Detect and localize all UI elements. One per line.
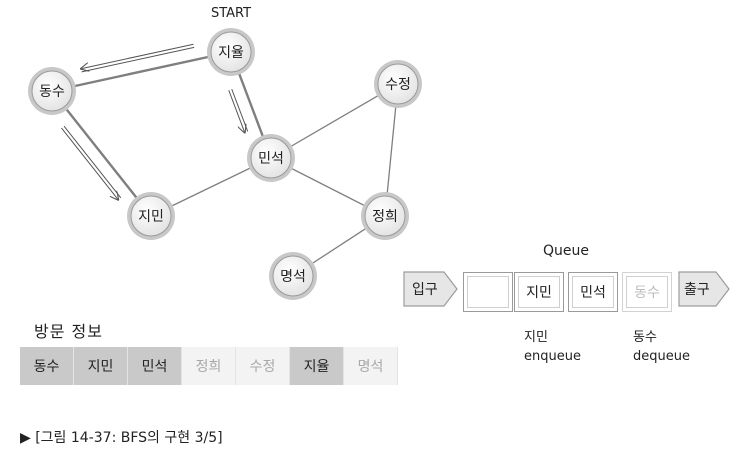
node-myeongseok: 명석 [269, 252, 317, 300]
enqueue-note-name: 지민 [524, 330, 548, 345]
visit-cell: 지민 [74, 347, 128, 385]
traversal-arrow-jiyul-dongsu [81, 46, 195, 73]
traversal-arrow-dongsu-jimin [63, 125, 122, 199]
node-body [250, 137, 292, 179]
node-body [272, 255, 314, 297]
figure-caption: ▶ [그림 14-37: BFS의 구현 3/5] [20, 430, 223, 446]
node-jimin: 지민 [127, 192, 175, 240]
queue-cell: 지민 [514, 272, 564, 312]
traversal-arrow-dongsu-jimin [61, 127, 119, 200]
traversal-arrow-jiyul-dongsu [81, 43, 194, 69]
visit-cell: 명석 [344, 347, 398, 385]
traversal-arrow-jiyul-minseok [231, 88, 249, 132]
entrance-label: 입구 [412, 282, 438, 298]
node-label: 지민 [138, 209, 164, 225]
queue-exit: 출구 [676, 268, 732, 310]
traversal-arrows-layer [61, 43, 249, 200]
node-body [130, 195, 172, 237]
exit-label: 출구 [684, 282, 710, 298]
node-jiyul: 지율 [207, 28, 255, 76]
node-label: 명석 [280, 269, 306, 285]
enqueue-note: 지민 enqueue [524, 328, 581, 366]
enqueue-note-action: enqueue [524, 349, 581, 364]
node-label: 민석 [258, 151, 284, 167]
node-sujeong: 수정 [374, 60, 422, 108]
node-label: 정희 [372, 209, 398, 225]
node-minseok: 민석 [247, 134, 295, 182]
edge-minseok-sujeong [270, 83, 399, 159]
edges-layer [51, 50, 399, 277]
dequeue-note: 동수 dequeue [633, 328, 690, 366]
start-label: START [211, 6, 251, 21]
traversal-arrow-jiyul-minseok [228, 90, 245, 132]
node-dongsu: 동수 [28, 67, 76, 115]
exit-arrow-shape [678, 271, 730, 307]
queue-cell: 민석 [568, 272, 618, 312]
visit-cell: 동수 [20, 347, 74, 385]
queue-title: Queue [543, 243, 589, 259]
visit-cell: 지율 [290, 347, 344, 385]
node-body [364, 195, 406, 237]
visit-cell: 민석 [128, 347, 182, 385]
queue-entrance: 입구 [400, 268, 460, 310]
node-jeonghui: 정희 [361, 192, 409, 240]
dequeue-note-action: dequeue [633, 349, 690, 364]
node-body [31, 70, 73, 112]
node-label: 지율 [218, 45, 244, 61]
visit-cell: 정희 [182, 347, 236, 385]
dequeue-note-name: 동수 [633, 330, 657, 345]
visit-cell: 수정 [236, 347, 290, 385]
visit-info-title: 방문 정보 [34, 322, 103, 341]
queue-cell: 동수 [622, 272, 672, 312]
node-label: 동수 [39, 84, 65, 100]
queue-cell [463, 272, 513, 312]
edge-jiyul-dongsu [51, 50, 232, 93]
node-body [210, 31, 252, 73]
node-label: 수정 [385, 77, 411, 93]
entrance-arrow-shape [403, 271, 458, 307]
node-body [377, 63, 419, 105]
edge-dongsu-jimin [51, 90, 152, 217]
